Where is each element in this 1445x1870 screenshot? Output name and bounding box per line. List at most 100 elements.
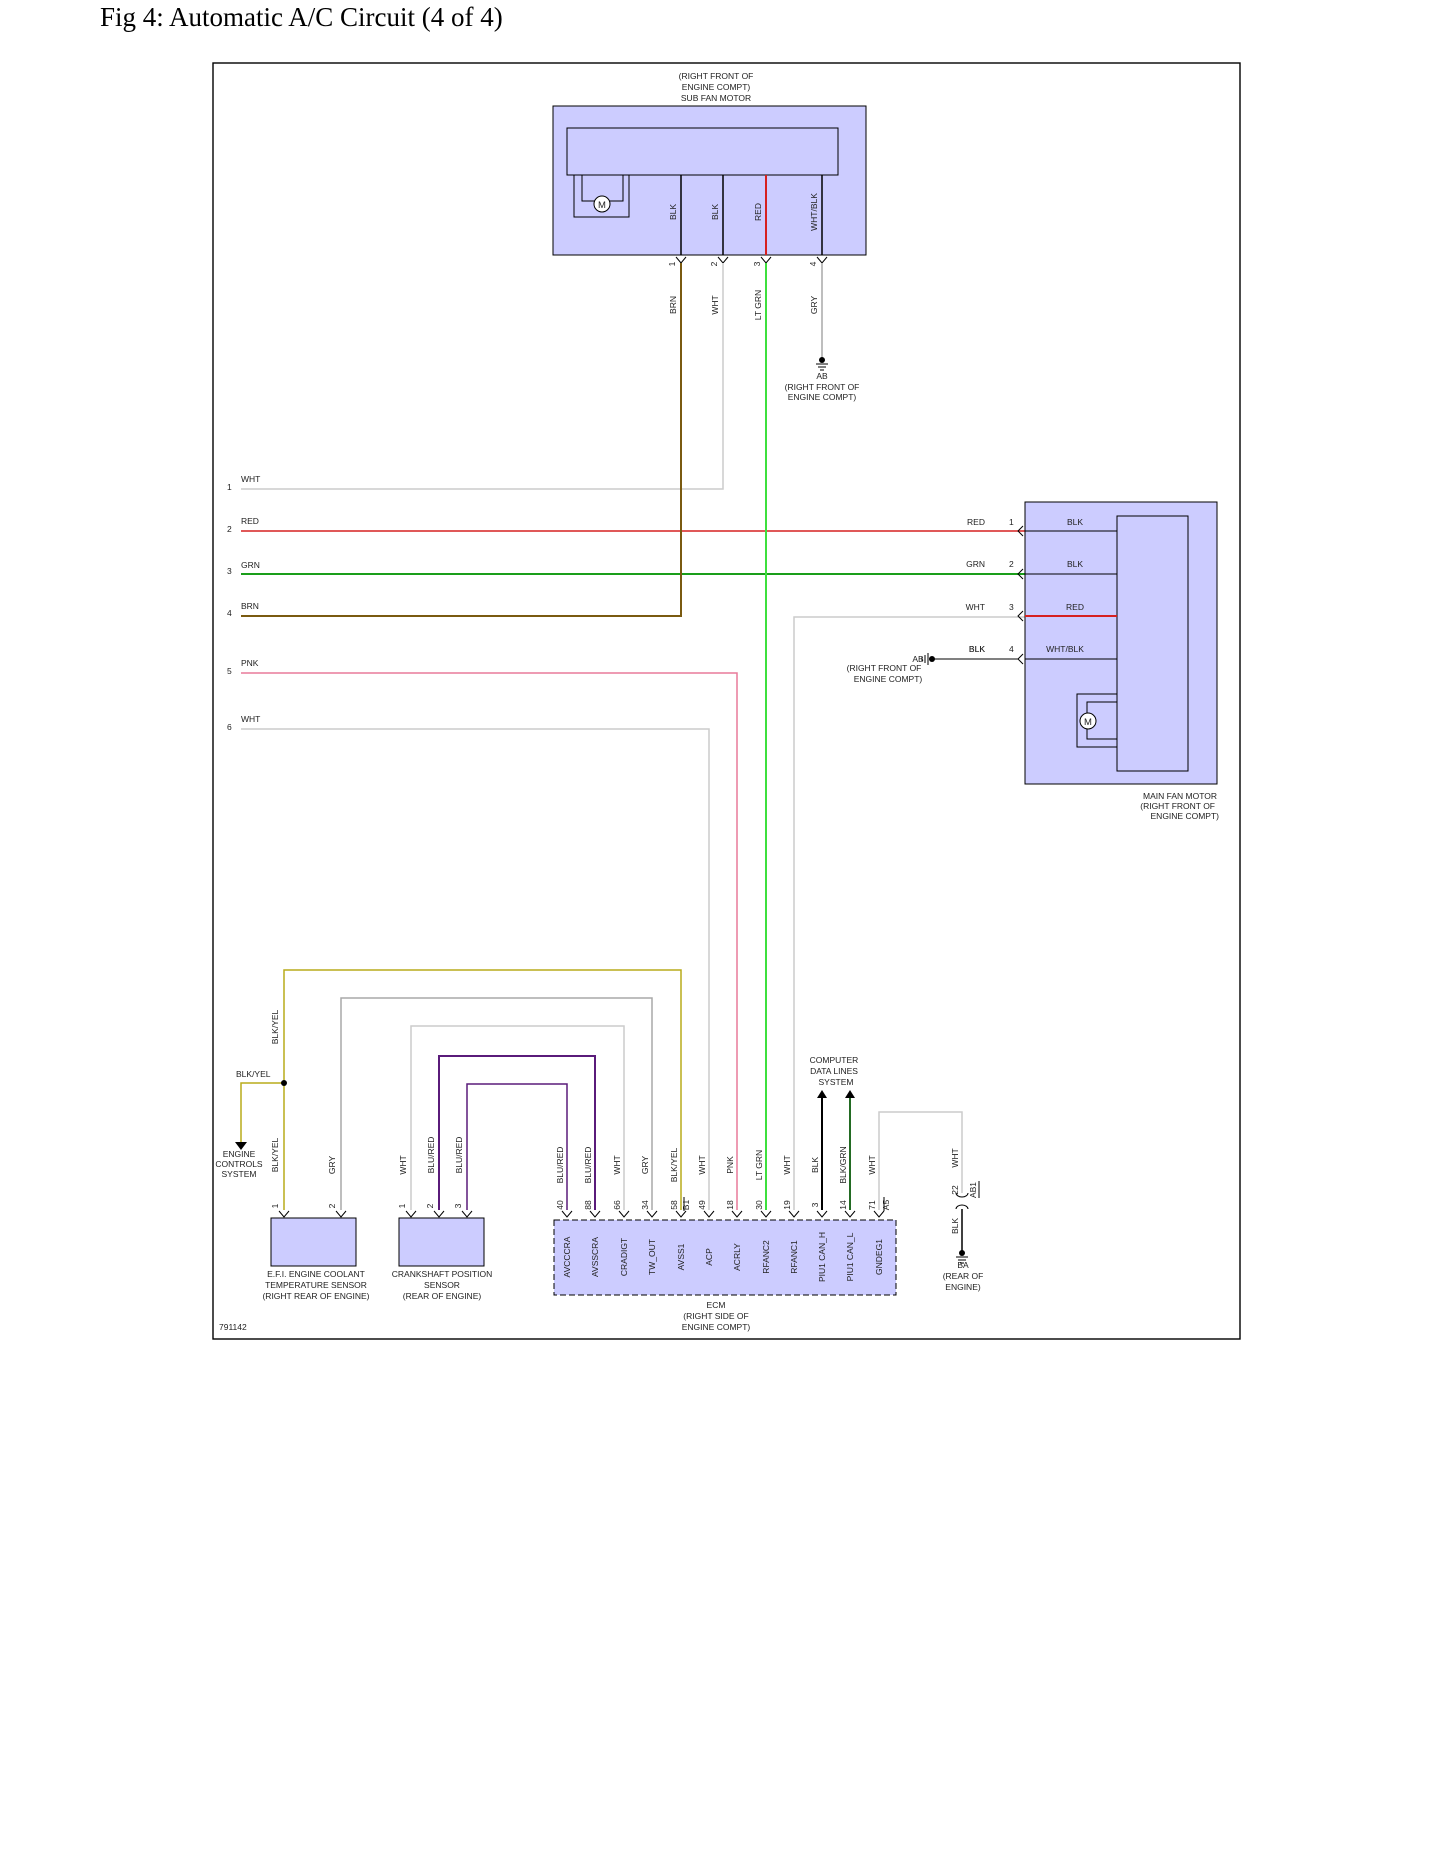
ecm-connector-mark xyxy=(703,1210,715,1218)
left-pin-1: 1 xyxy=(227,482,232,492)
crank-label-2: SENSOR xyxy=(424,1280,460,1290)
engine-controls-wire-bottom: BLK/YEL xyxy=(270,1137,280,1172)
crank-wire-2: BLU/RED xyxy=(426,1137,436,1174)
ground-ba-location-1: (REAR OF xyxy=(943,1271,984,1281)
crank-wire-3: BLU/RED xyxy=(454,1137,464,1174)
computer-data-line1: COMPUTER xyxy=(810,1055,859,1065)
wire-wht-6 xyxy=(241,728,710,1210)
main-fan-inner-label-1: BLK xyxy=(1067,517,1083,527)
sub-fan-motor-symbol: M xyxy=(598,200,606,211)
left-pin-6: 6 xyxy=(227,722,232,732)
ground-mid-location-2: ENGINE COMPT) xyxy=(854,674,923,684)
main-fan-motor-frame xyxy=(1076,693,1117,748)
ecm-location-1: (RIGHT SIDE OF xyxy=(683,1311,749,1321)
ground-top-location-2: ENGINE COMPT) xyxy=(788,392,857,402)
ground-mid-icon xyxy=(921,653,929,665)
sub-fan-outer-label-1: BRN xyxy=(668,296,678,314)
ecm-pin-function-label: RFANC2 xyxy=(761,1240,771,1274)
main-fan-inner-box xyxy=(1116,515,1189,772)
ecm-connector-mark xyxy=(646,1210,658,1218)
ecm-wire-label: WHT xyxy=(612,1155,622,1174)
main-fan-location-2: ENGINE COMPT) xyxy=(1151,811,1220,821)
ecm-connector-mark xyxy=(731,1210,743,1218)
engine-controls-line3: SYSTEM xyxy=(222,1169,257,1179)
sub-fan-inner-label-1: BLK xyxy=(668,204,678,220)
sub-fan-inner-label-2: BLK xyxy=(710,204,720,220)
sub-fan-motor: (RIGHT FRONT OF ENGINE COMPT) SUB FAN MO… xyxy=(552,71,867,320)
engine-controls-line1: ENGINE xyxy=(223,1149,256,1159)
figure-title: Fig 4: Automatic A/C Circuit (4 of 4) xyxy=(100,2,503,32)
sub-fan-location-1: (RIGHT FRONT OF xyxy=(679,71,754,81)
figure-id: 791142 xyxy=(219,1322,247,1332)
main-fan-inner-label-3: RED xyxy=(1066,602,1084,612)
main-fan-inner-label-4: WHT/BLK xyxy=(1046,644,1084,654)
ecm-pin-number: 18 xyxy=(725,1200,735,1210)
ecm-pin-number: 14 xyxy=(838,1200,848,1210)
left-wire-label-1: WHT xyxy=(241,474,260,484)
ecm-pin-number: 19 xyxy=(782,1200,792,1210)
efi-pin-1: 1 xyxy=(270,1203,280,1208)
ecm-connector-mark xyxy=(675,1210,687,1218)
sub-fan-pin-3: 3 xyxy=(752,261,762,266)
ecm-wire-label: GRY xyxy=(640,1156,650,1175)
ground-mid-location-1: (RIGHT FRONT OF xyxy=(847,663,922,673)
sub-fan-outer-label-2: WHT xyxy=(710,295,720,314)
ground-ba-location-2: ENGINE) xyxy=(945,1282,981,1292)
ground-mid-id: AB xyxy=(912,654,924,664)
main-fan-pin-1: 1 xyxy=(1009,517,1014,527)
ecm-wire-label: BLK xyxy=(810,1157,820,1173)
ecm-connector-b1: B1 xyxy=(681,1200,691,1211)
efi-label-2: TEMPERATURE SENSOR xyxy=(265,1280,367,1290)
ecm-pin-number: 30 xyxy=(754,1200,764,1210)
efi-pin-2: 2 xyxy=(327,1203,337,1208)
splice-conn: AB1 xyxy=(968,1182,978,1198)
ecm-location-2: ENGINE COMPT) xyxy=(682,1322,751,1332)
ground-top-id: AB xyxy=(816,371,828,381)
can-h-arrow xyxy=(817,1090,827,1098)
efi-label-3: (RIGHT REAR OF ENGINE) xyxy=(262,1291,369,1301)
crank-pin-2: 2 xyxy=(425,1203,435,1208)
wire-blured-inner xyxy=(466,1083,568,1210)
ecm-name: ECM xyxy=(707,1300,726,1310)
ground-ba-icon xyxy=(956,1256,968,1264)
left-wire-label-5: PNK xyxy=(241,658,259,668)
sub-fan-location-2: ENGINE COMPT) xyxy=(682,82,751,92)
ecm-body xyxy=(553,1219,897,1296)
ecm-pin-number: 66 xyxy=(612,1200,622,1210)
ecm-wire-label: BLK/GRN xyxy=(838,1146,848,1183)
ecm-pin-number: 34 xyxy=(640,1200,650,1210)
ground-top-icon xyxy=(816,363,828,371)
ground-ab-mid: BLK AB (RIGHT FRONT OF ENGINE COMPT) xyxy=(847,644,1018,684)
left-wire-label-6: WHT xyxy=(241,714,260,724)
crank-label-1: CRANKSHAFT POSITION xyxy=(392,1269,492,1279)
engine-controls-wire-branch: BLK/YEL xyxy=(236,1069,271,1079)
efi-wire-2: GRY xyxy=(327,1156,337,1175)
crank-pin-1: 1 xyxy=(397,1203,407,1208)
ecm-pin-function-label: ACRLY xyxy=(732,1243,742,1271)
crank-wire-1: WHT xyxy=(398,1155,408,1174)
splice-wire-label: WHT xyxy=(950,1148,960,1167)
engine-controls-wire-top: BLK/YEL xyxy=(270,1009,280,1044)
crank-sensor-body xyxy=(398,1217,485,1267)
ecm-pin-function-label: PIU1 CAN_L xyxy=(845,1232,855,1281)
ground-mid-wire-label: BLK xyxy=(969,644,985,654)
ecm-connector-mark xyxy=(873,1210,885,1218)
wire-gnd-wht xyxy=(878,1111,963,1210)
crankshaft-sensor: 1 2 3 WHT BLU/RED BLU/RED CRANKSHAFT POS… xyxy=(392,1137,492,1301)
ecm-connector-mark xyxy=(561,1210,573,1218)
left-connector: 1 2 3 4 5 6 WHT RED GRN BRN PNK WHT xyxy=(227,474,260,732)
sub-fan-name: SUB FAN MOTOR xyxy=(681,93,751,103)
crank-label-3: (REAR OF ENGINE) xyxy=(403,1291,482,1301)
efi-connector-marks xyxy=(278,1210,347,1218)
ecm-pin-function-label: RFANC1 xyxy=(789,1240,799,1274)
left-wire-label-3: GRN xyxy=(241,560,260,570)
main-fan-motor-symbol: M xyxy=(1084,717,1092,728)
ecm-connector-mark xyxy=(760,1210,772,1218)
sub-fan-inner-label-3: RED xyxy=(753,203,763,221)
engine-controls-line2: CONTROLS xyxy=(215,1159,263,1169)
engine-controls-arrow xyxy=(235,1142,247,1150)
ecm-pin-function-label: AVSSCRA xyxy=(590,1237,600,1277)
wire-blured-outer xyxy=(438,1055,596,1210)
left-pin-3: 3 xyxy=(227,566,232,576)
ecm-wire-label: LT GRN xyxy=(754,1150,764,1180)
